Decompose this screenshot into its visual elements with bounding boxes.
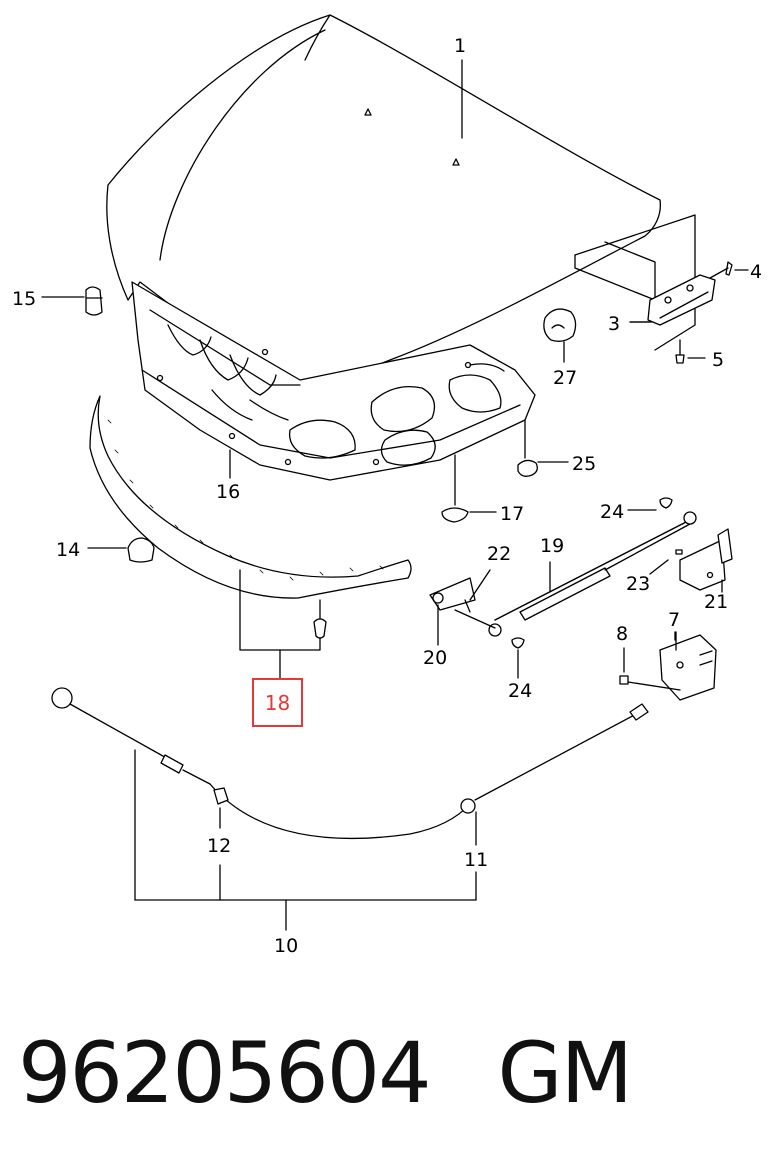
gas-strut-19: [488, 511, 697, 637]
callout-25: 25: [572, 453, 596, 475]
clip-25: [517, 419, 569, 477]
callout-15: 15: [12, 288, 36, 310]
bump-stop-15: [41, 286, 103, 316]
callout-12: 12: [207, 835, 231, 857]
callout-20: 20: [423, 647, 447, 669]
weatherstrip-18: [89, 395, 412, 679]
callout-4: 4: [750, 261, 762, 283]
highlight-box-18: [252, 678, 303, 727]
clip-24-upper: [627, 497, 673, 511]
callout-22: 22: [487, 543, 511, 565]
callout-14: 14: [56, 539, 80, 561]
callout-24-lower: 24: [508, 680, 532, 702]
callout-17: 17: [500, 503, 524, 525]
clip-24-lower: [511, 637, 525, 679]
callout-1: 1: [454, 35, 466, 57]
brand-name: GM: [497, 1024, 634, 1122]
hinge-assembly: [574, 214, 733, 364]
part-number: 96205604: [18, 1024, 432, 1122]
bump-stop-27: [543, 308, 577, 363]
callout-16: 16: [216, 481, 240, 503]
callout-11: 11: [464, 849, 488, 871]
callout-21: 21: [704, 591, 728, 613]
footer-caption: 96205604 GM: [18, 1018, 634, 1128]
callout-27: 27: [553, 367, 577, 389]
callout-19: 19: [540, 535, 564, 557]
callout-18-highlighted: 18: [264, 690, 291, 715]
parts-diagram: 1 4 3 5 15 27 25 16 17 24 14 22 19 23 21…: [12, 14, 762, 957]
callout-3: 3: [608, 313, 620, 335]
callout-10: 10: [274, 935, 298, 957]
hood-latch-7: [619, 631, 717, 701]
inner-hood-panel: [131, 281, 536, 481]
hood-release-cable: [51, 687, 649, 931]
bump-stop-14: [87, 537, 155, 563]
clip-17: [441, 454, 497, 523]
callout-5: 5: [712, 349, 724, 371]
strut-bracket-21: [649, 528, 733, 593]
strut-bracket-20: [429, 569, 496, 646]
callout-24-upper: 24: [600, 501, 624, 523]
callout-8: 8: [616, 623, 628, 645]
callout-23: 23: [626, 573, 650, 595]
callout-7: 7: [668, 609, 680, 631]
